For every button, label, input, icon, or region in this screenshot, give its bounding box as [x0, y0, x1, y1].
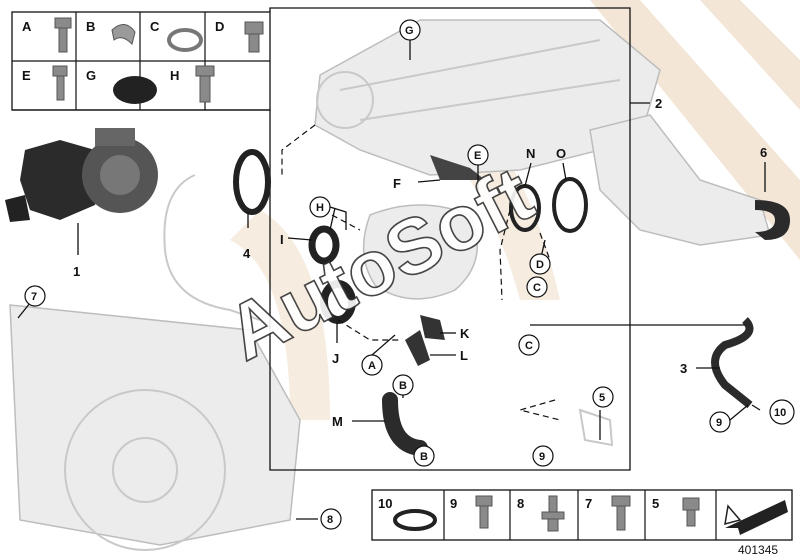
hex-bolt-icon	[52, 65, 68, 101]
legend-key-5: 5	[652, 496, 659, 511]
callout-c-lower: C	[525, 340, 533, 352]
seal-ring-4	[233, 149, 271, 215]
sealing-ring-icon	[167, 28, 203, 52]
plug-cap-icon	[113, 76, 157, 104]
v-band-clamp-6	[755, 200, 790, 240]
turbocharger	[5, 128, 158, 222]
callout-i: I	[280, 232, 284, 247]
callout-h: H	[316, 202, 324, 214]
hex-bolt-icon	[682, 497, 700, 527]
callout-c-upper: C	[533, 282, 541, 294]
turbo-assembly-ghost	[362, 204, 478, 300]
callout-5: 5	[599, 392, 605, 404]
legend-key-a: A	[22, 19, 32, 34]
legend-key-e: E	[22, 68, 31, 83]
callout-b-lower: B	[420, 451, 428, 463]
dashed-lines	[281, 124, 561, 421]
callout-j: J	[332, 351, 339, 366]
legend-key-h: H	[170, 68, 179, 83]
stud-bolt-icon	[195, 65, 215, 103]
oil-pipe-3	[711, 317, 754, 409]
diagram-id: 401345	[738, 543, 778, 557]
callout-7: 7	[31, 291, 37, 303]
group-frame-2	[12, 7, 631, 471]
legend-key-7: 7	[585, 496, 592, 511]
callout-10: 10	[774, 407, 786, 419]
legend-key-8: 8	[517, 496, 524, 511]
callout-d: D	[536, 259, 544, 271]
callout-l: L	[460, 348, 468, 363]
callout-e: E	[474, 150, 481, 162]
legend-key-g: G	[86, 68, 96, 83]
callout-o: O	[556, 146, 566, 161]
callout-m: M	[332, 414, 343, 429]
callout-n: N	[526, 146, 535, 161]
callout-1: 1	[73, 264, 80, 279]
o-ring-icon	[393, 509, 437, 531]
legend-key-d: D	[215, 19, 224, 34]
bracket-5-ghost	[578, 408, 614, 447]
hose-m	[382, 392, 428, 456]
circled-callouts: 7 5 8 9 9 10 G E H D C C A B B	[24, 19, 795, 530]
cylinder-head-ghost	[314, 19, 661, 176]
legend-key-c: C	[150, 19, 160, 34]
legend-key-10: 10	[378, 496, 392, 511]
callout-f: F	[393, 176, 401, 191]
legend-key-b: B	[86, 19, 95, 34]
callout-b-upper: B	[399, 380, 407, 392]
callout-9-lower: 9	[539, 451, 545, 463]
hex-bolt-icon	[475, 495, 493, 529]
hollow-bolt-icon	[244, 21, 264, 53]
callout-9-right: 9	[716, 417, 722, 429]
leader-lines	[17, 40, 766, 520]
fan-shroud-ghost	[9, 304, 301, 551]
hose-clamp-icon	[111, 24, 136, 45]
legend-bottom: 10 9 8 7 5	[371, 489, 793, 541]
callout-2: 2	[655, 96, 662, 111]
callout-3: 3	[680, 361, 687, 376]
callout-6: 6	[760, 145, 767, 160]
torx-bolt-icon	[611, 495, 631, 531]
rivet-nut-icon	[541, 495, 565, 532]
intake-pipe-ghost	[163, 174, 261, 321]
callout-g: G	[405, 25, 414, 37]
callout-8: 8	[327, 514, 333, 526]
legend-top: A B C D E G H	[11, 11, 271, 111]
arrow-icon	[724, 500, 788, 535]
legend-key-9: 9	[450, 496, 457, 511]
callout-4: 4	[243, 246, 251, 261]
bolt-icon	[54, 17, 72, 53]
callout-k: K	[460, 326, 470, 341]
callout-a: A	[368, 360, 376, 372]
